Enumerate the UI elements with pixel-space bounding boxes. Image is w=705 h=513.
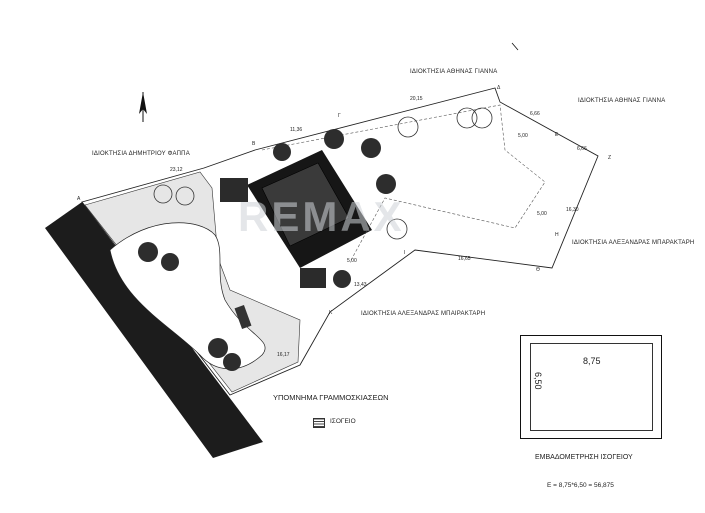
dimension-label: 11,36 <box>290 127 303 133</box>
area-rectangle <box>530 343 653 431</box>
owner-label-north: ΙΔΙΟΚΤΗΣΙΑ ΑΘΗΝΑΣ ΓΙΑΝΝΑ <box>410 69 498 75</box>
area-formula: Ε = 8,75*6,50 = 56,875 <box>547 482 614 489</box>
stair-block-south <box>300 268 326 288</box>
plot-boundary <box>81 87 599 396</box>
legend-title: ΥΠΟΜΝΗΜΑ ΓΡΑΜΜΟΣΚΙΑΣΕΩΝ <box>273 393 389 402</box>
stair-block-north <box>220 178 248 202</box>
area-height-label: 6,50 <box>533 372 543 390</box>
road-strip <box>45 202 263 458</box>
point-label: Β <box>252 141 256 147</box>
point-label: Κ <box>329 310 333 316</box>
point-label: Ε <box>555 132 559 138</box>
building-roof <box>261 162 350 247</box>
dimension-label: 16,65 <box>458 256 471 262</box>
point-label: Α <box>77 196 81 202</box>
car-symbol <box>234 304 252 330</box>
point-label: Ζ <box>608 155 612 161</box>
point-label: Ι <box>404 250 406 256</box>
building-zone-line <box>261 104 546 263</box>
north-arrow-icon <box>139 92 147 122</box>
owner-label-northeast: ΙΔΙΟΚΤΗΣΙΑ ΑΘΗΝΑΣ ΓΙΑΝΝΑ <box>578 98 666 104</box>
point-label: Γ <box>338 113 341 119</box>
tick-mark <box>511 42 519 51</box>
dimension-label: 13,43 <box>354 282 367 288</box>
dimension-label: 16,17 <box>277 352 290 358</box>
area-title: ΕΜΒΑΔΟΜΕΤΡΗΣΗ ΙΣΟΓΕΙΟΥ <box>535 454 633 461</box>
dimension-label: 5,00 <box>347 258 357 264</box>
watermark: REMAX <box>238 193 405 240</box>
dimension-label: 6,66 <box>530 111 540 117</box>
dimension-label: 5,00 <box>518 133 528 139</box>
dimension-label: 23,12 <box>170 167 183 173</box>
legend-swatch-icon <box>313 418 325 428</box>
legend-item-label: ΙΣΟΓΕΙΟ <box>330 418 356 425</box>
owner-label-east: ΙΔΙΟΚΤΗΣΙΑ ΑΛΕΞΑΝΔΡΑΣ ΜΠΑΡΑΚΤΑΡΗ <box>572 240 695 246</box>
dimension-label: 5,00 <box>537 211 547 217</box>
dimension-label: 20,15 <box>410 96 423 102</box>
owner-label-south: ΙΔΙΟΚΤΗΣΙΑ ΑΛΕΞΑΝΔΡΑΣ ΜΠΑΙΡΑΚΤΑΡΗ <box>361 311 486 317</box>
area-width-label: 8,75 <box>583 356 601 366</box>
area-box <box>520 335 662 439</box>
point-label: Δ <box>497 85 501 91</box>
dimension-label: 6,66 <box>577 146 587 152</box>
trees <box>138 107 493 371</box>
owner-label-west: ΙΔΙΟΚΤΗΣΙΑ ΔΗΜΗΤΡΙΟΥ ΦΑΠΠΑ <box>92 151 190 157</box>
dimension-label: 16,30 <box>566 207 579 213</box>
point-label: Θ <box>536 267 540 273</box>
point-label: Η <box>555 232 559 238</box>
